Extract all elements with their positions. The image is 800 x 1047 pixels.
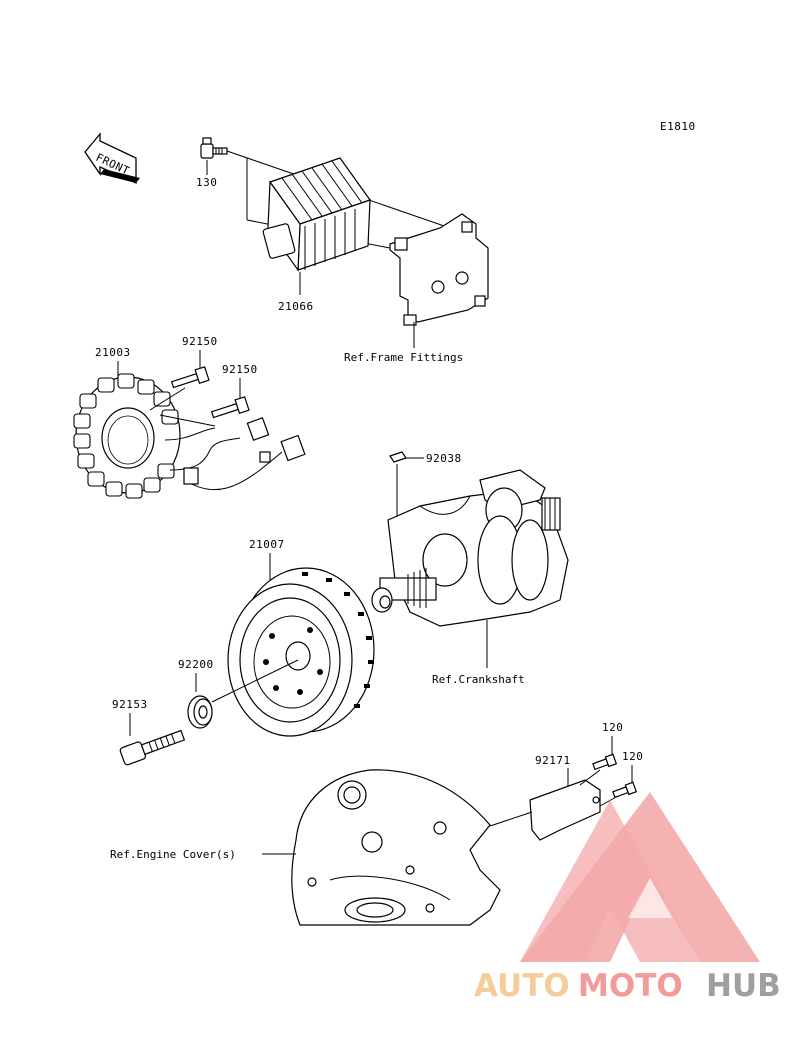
label-120-b: 120 <box>622 750 643 763</box>
bolt-a-align-line <box>579 769 601 786</box>
bracket-bolt-a-icon <box>592 753 618 771</box>
stator-bolt-a-icon <box>170 366 210 389</box>
engine-cover-icon <box>291 769 501 926</box>
label-92153: 92153 <box>112 698 148 711</box>
stator-align-line-b <box>149 387 186 411</box>
watermark-hub: HUB <box>706 968 781 1004</box>
bracket-bolt-b-icon <box>612 781 638 799</box>
crankshaft-icon <box>371 469 569 627</box>
label-21003: 21003 <box>95 346 131 359</box>
stator-icon <box>73 373 306 499</box>
label-92150-b: 92150 <box>222 363 258 376</box>
label-92038: 92038 <box>426 452 462 465</box>
bolt-b-align-line <box>599 795 619 807</box>
bracket-align-line <box>489 811 533 827</box>
label-21007: 21007 <box>249 538 285 551</box>
rotor-align-line <box>211 659 299 703</box>
key-icon <box>389 451 407 463</box>
watermark-auto: AUTO <box>474 968 570 1004</box>
watermark-triangle-icon <box>520 792 760 962</box>
label-92200: 92200 <box>178 658 214 671</box>
diagram-code: E1810 <box>660 120 696 133</box>
rotor-icon <box>227 567 375 737</box>
ref-crankshaft: Ref.Crankshaft <box>432 673 525 686</box>
label-92150-a: 92150 <box>182 335 218 348</box>
bolt-130-icon <box>200 137 228 159</box>
label-21066: 21066 <box>278 300 314 313</box>
stator-bolt-b-icon <box>210 396 250 419</box>
label-92171: 92171 <box>535 754 571 767</box>
ref-frame-fittings: Ref.Frame Fittings <box>344 351 463 364</box>
rotor-bolt-icon <box>119 729 186 766</box>
watermark-logo: AUTO MOTO HUB <box>474 792 781 1004</box>
ref-engine-cover: Ref.Engine Cover(s) <box>110 848 236 861</box>
washer-icon <box>187 695 213 729</box>
frame-bracket-icon <box>389 213 489 326</box>
label-120-a: 120 <box>602 721 623 734</box>
regulator-icon <box>262 157 371 272</box>
label-130: 130 <box>196 176 217 189</box>
front-arrow-icon: FRONT <box>84 132 140 185</box>
bracket-92171-icon <box>529 779 601 841</box>
watermark-moto: MOTO <box>578 968 683 1004</box>
stator-align-line-a <box>159 414 216 427</box>
